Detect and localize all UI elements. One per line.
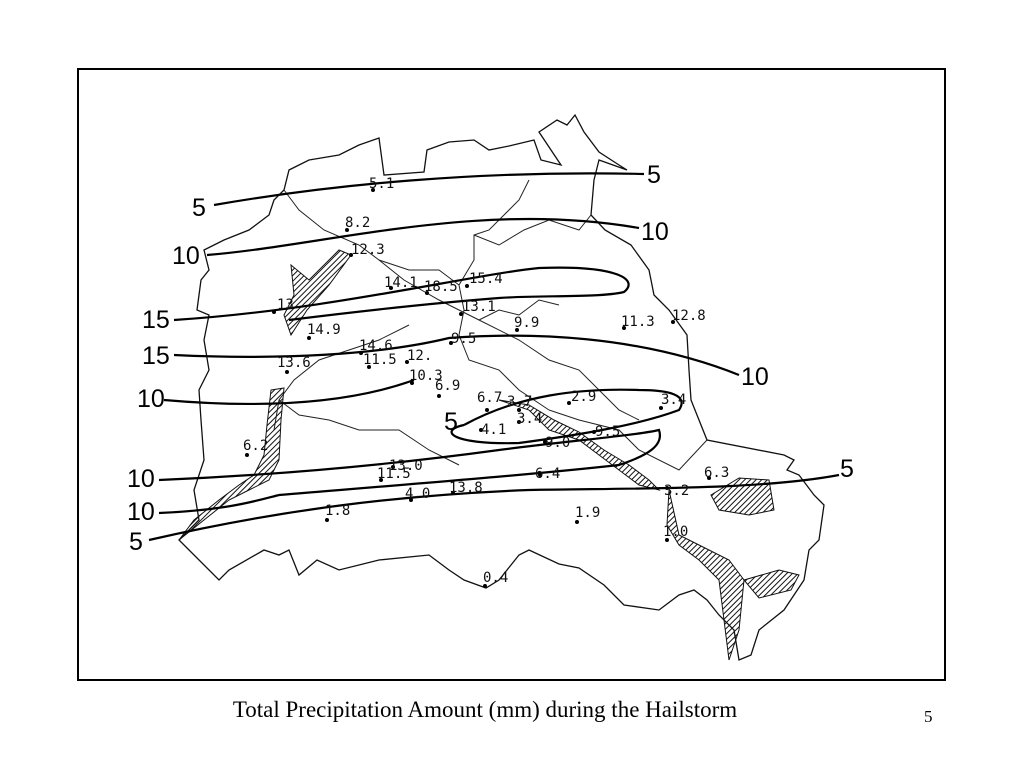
station-label: 14.6 <box>359 338 393 354</box>
station-label: 10.3 <box>409 368 443 384</box>
isohyet-5-central <box>450 388 683 445</box>
isohyet-label: 10 <box>137 385 165 413</box>
station-label: 9.5 <box>451 331 476 347</box>
isohyet-15-north <box>173 266 630 322</box>
station-label: 14.1 <box>384 275 418 291</box>
isohyet-15-central <box>173 334 740 377</box>
station-label: 14.9 <box>307 322 341 338</box>
isohyet-10-south-2 <box>158 493 280 515</box>
isohyet-label: 5 <box>840 455 854 483</box>
isohyet-label: 15 <box>142 342 170 370</box>
station-label: 5.1 <box>369 176 394 192</box>
station-label: 15.4 <box>469 271 503 287</box>
station-label: 11.3 <box>621 314 655 330</box>
station-label: 1.9 <box>575 505 600 521</box>
isohyet-label: 5 <box>444 408 458 436</box>
station-label: 4.1 <box>481 422 506 438</box>
station-label: 6.4 <box>535 466 560 482</box>
isohyet-label: 10 <box>172 242 200 270</box>
isohyet-label: 10 <box>741 363 769 391</box>
station-label: 12.8 <box>672 308 706 324</box>
station-label: 13.6 <box>277 355 311 371</box>
station-label: 1.0 <box>663 524 688 540</box>
isohyet-10-south-1 <box>158 428 662 497</box>
isohyet-label: 10 <box>127 498 155 526</box>
station-label: 6.2 <box>243 438 268 454</box>
isohyet-label: 15 <box>142 306 170 334</box>
station-label: 3.4 <box>517 411 542 427</box>
station-label: 4.0 <box>405 486 430 502</box>
isohyet-5-south <box>148 473 840 542</box>
station-label: 3.4 <box>661 392 686 408</box>
isohyet-label: 5 <box>647 161 661 189</box>
isohyet-label: 5 <box>129 528 143 556</box>
isohyet-lines <box>148 172 840 542</box>
station-label: 2.9 <box>571 389 596 405</box>
station-label: 6.7 <box>477 390 502 406</box>
station-label: 13.1 <box>462 299 496 315</box>
isohyet-label: 10 <box>127 465 155 493</box>
isohyet-label: 10 <box>641 218 669 246</box>
station-label: 3.2 <box>664 483 689 499</box>
station-label: 11.5 <box>377 466 411 482</box>
map-canvas: 5 5 10 10 15 15 10 10 5 10 10 5 5 5.1 8.… <box>127 113 854 661</box>
station-label: 13.0 <box>389 458 423 474</box>
station-label: 6.9 <box>435 378 460 394</box>
station-label: 9.0 <box>545 435 570 451</box>
station-label: 1.8 <box>325 503 350 519</box>
isohyet-10-north <box>206 217 640 257</box>
station-label: 12. <box>407 348 432 364</box>
station-label: 9.5 <box>595 424 620 440</box>
isohyet-labels: 5 5 10 10 15 15 10 10 5 10 10 5 5 <box>127 161 854 556</box>
station-label: 6.3 <box>704 465 729 481</box>
station-label: 18.5 <box>424 279 458 295</box>
district-boundaries <box>273 179 708 471</box>
map-caption: Total Precipitation Amount (mm) during t… <box>232 697 738 722</box>
precipitation-map: 5 5 10 10 15 15 10 10 5 10 10 5 5 5.1 8.… <box>77 68 946 681</box>
station-label: 13.8 <box>449 480 483 496</box>
isohyet-5-north <box>213 172 645 207</box>
isohyet-10-central <box>163 378 415 406</box>
station-label: 0.4 <box>483 570 508 586</box>
station-label: 13 <box>277 297 294 313</box>
slide-number: 5 <box>924 707 933 726</box>
station-label: 3.7 <box>507 394 532 410</box>
station-values: 5.1 8.2 12.3 14.1 18.5 15.4 13 13.1 14.9… <box>243 176 729 588</box>
station-label: 12.3 <box>351 242 385 258</box>
station-label: 9.9 <box>514 315 539 331</box>
station-label: 11.5 <box>363 352 397 368</box>
station-label: 8.2 <box>345 215 370 231</box>
isohyet-label: 5 <box>192 194 206 222</box>
